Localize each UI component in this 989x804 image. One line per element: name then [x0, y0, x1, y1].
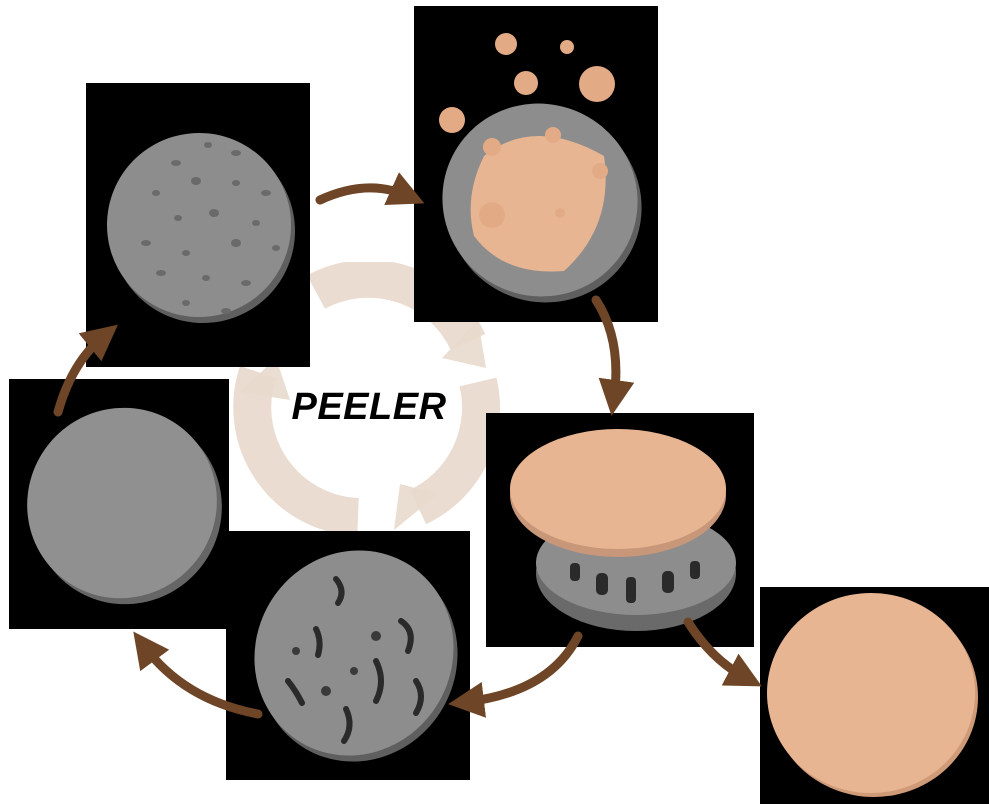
peeling-film-icon — [486, 413, 754, 647]
clean-wafer-icon — [9, 379, 229, 629]
droplet — [514, 71, 538, 95]
droplet — [579, 66, 615, 102]
arrow-to-coating — [320, 188, 408, 200]
droplet — [545, 127, 561, 143]
stage-film-coating — [414, 6, 658, 322]
wafer-with-droplets-icon — [414, 6, 658, 322]
droplet — [439, 107, 465, 133]
stage-film-peeling — [486, 413, 754, 647]
stage-clean-substrate — [9, 379, 229, 629]
droplet — [479, 202, 505, 228]
peeled-film-disc-icon — [754, 587, 989, 804]
wafer-with-residue-icon — [226, 531, 470, 780]
stage-residue-substrate — [226, 531, 470, 780]
stage-peeled-film-output — [754, 587, 989, 804]
wafer-with-pits-icon — [86, 83, 310, 367]
droplet — [560, 40, 574, 54]
droplet — [495, 33, 517, 55]
droplet — [555, 208, 565, 218]
stage-pitted-substrate — [86, 83, 310, 367]
droplet — [592, 163, 608, 179]
droplet — [483, 138, 501, 156]
center-label: PEELER — [284, 386, 454, 429]
